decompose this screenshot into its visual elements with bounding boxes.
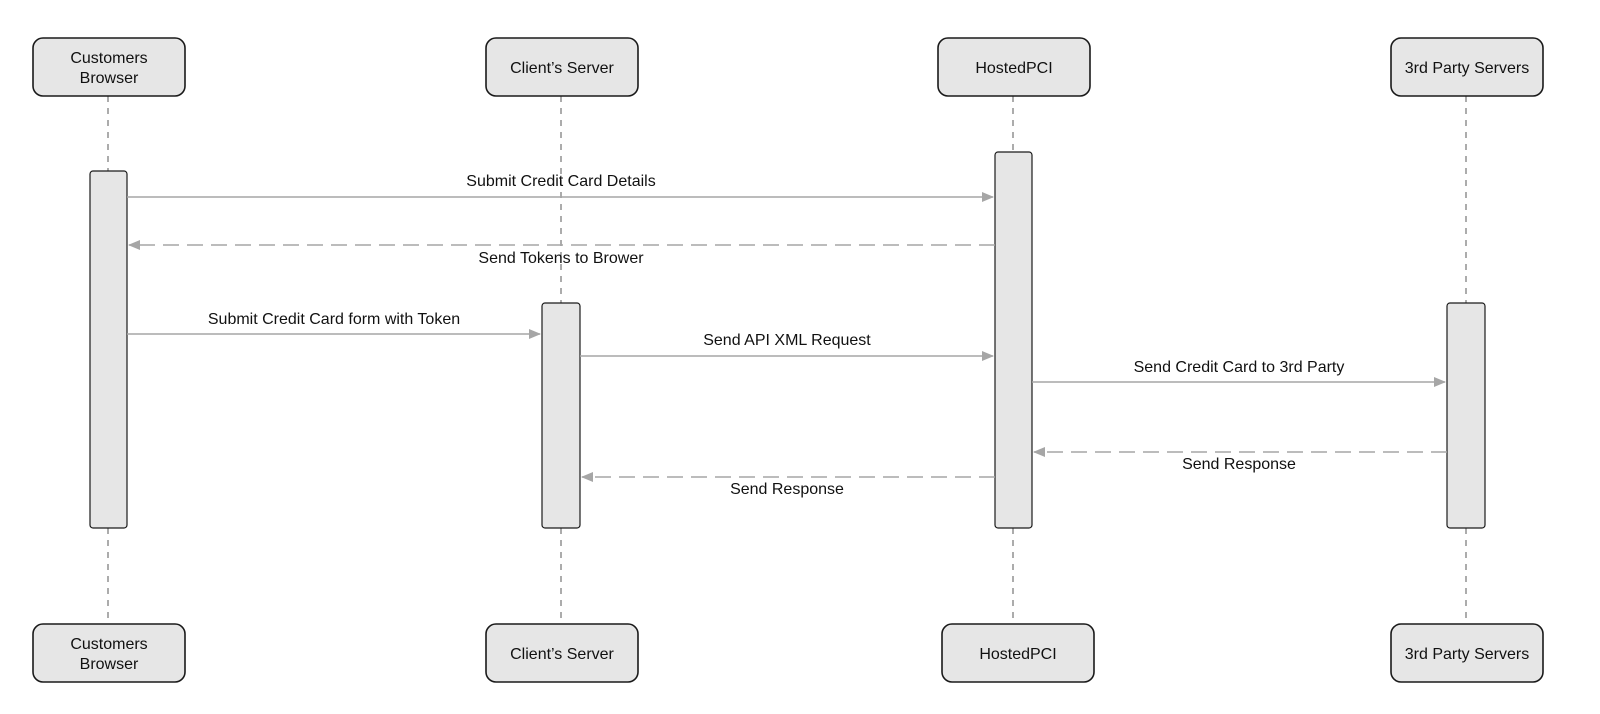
actor-box [937,37,1091,97]
message-label: Send Credit Card to 3rd Party [1134,359,1345,376]
message-m4: Send API XML Request [580,332,994,361]
actor-label: HostedPCI [975,60,1052,77]
actor-hosted-bottom: HostedPCI [941,623,1095,683]
actor-label: Browser [80,70,139,87]
message-label: Send Response [1182,456,1296,473]
activation-bar-client [541,302,581,529]
activation-bar-hosted [994,151,1033,529]
message-m2: Send Tokens to Brower [128,240,995,267]
actor-label: Client’s Server [510,60,614,77]
message-m1: Submit Credit Card Details [127,173,994,202]
actor-label: 3rd Party Servers [1405,60,1529,77]
actor-box [32,623,186,683]
actor-third-top: 3rd Party Servers [1390,37,1544,97]
message-m7: Send Response [581,472,995,498]
actor-label: Client’s Server [510,646,614,663]
message-label: Send Tokens to Brower [478,250,644,267]
actor-box [485,37,639,97]
actor-box [485,623,639,683]
actor-label: HostedPCI [979,646,1056,663]
actor-label: Customers [70,636,147,653]
activation-bar-browser [89,170,128,529]
message-label: Send API XML Request [703,332,871,349]
message-m6: Send Response [1033,447,1447,473]
actor-label: 3rd Party Servers [1405,646,1529,663]
message-m3: Submit Credit Card form with Token [127,311,541,339]
actor-client-top: Client’s Server [485,37,639,97]
message-m5: Send Credit Card to 3rd Party [1032,359,1446,387]
actor-third-bottom: 3rd Party Servers [1390,623,1544,683]
actor-box [1390,623,1544,683]
actor-hosted-top: HostedPCI [937,37,1091,97]
actor-box [32,37,186,97]
message-label: Send Response [730,481,844,498]
message-label: Submit Credit Card Details [466,173,655,190]
actor-label: Browser [80,656,139,673]
actor-box [1390,37,1544,97]
actor-box [941,623,1095,683]
message-label: Submit Credit Card form with Token [208,311,460,328]
activation-bar-third [1446,302,1486,529]
actor-label: Customers [70,50,147,67]
actor-client-bottom: Client’s Server [485,623,639,683]
